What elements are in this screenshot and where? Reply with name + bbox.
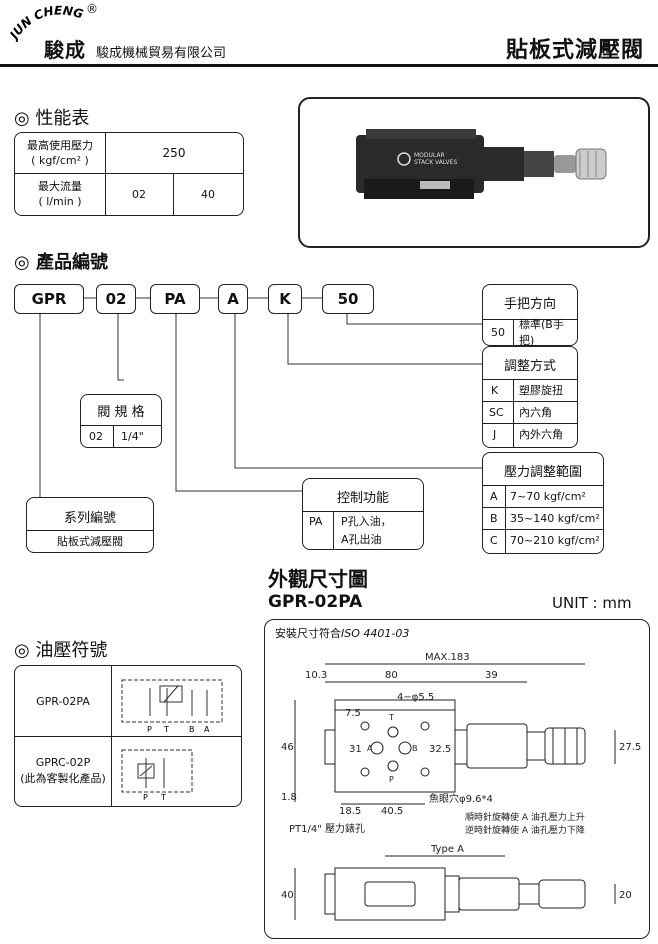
svg-text:P: P xyxy=(147,725,152,734)
dimension-title: 外觀尺寸圖 xyxy=(268,567,368,591)
hydraulic-symbols: P T B A P T xyxy=(121,679,223,802)
max-flow-label: 最大流量( l/min ) xyxy=(38,180,82,208)
product-code-connectors xyxy=(39,297,482,497)
fisheye-note: 魚眼穴φ9.6*4 xyxy=(429,792,493,805)
svg-text:P: P xyxy=(143,793,148,802)
gauge-port-note: PT1/4" 壓力錶孔 xyxy=(289,822,365,835)
dim-40-5: 40.5 xyxy=(381,806,403,817)
performance-table: 最高使用壓力( kgf/cm² ) 250 最大流量( l/min ) 02 4… xyxy=(14,132,244,216)
valve-size-box: 閥 規 格 02 1/4" xyxy=(80,394,162,448)
product-photo: MODULAR STACK VALVES xyxy=(356,129,607,199)
max-flow-value: 40 xyxy=(201,187,215,201)
registered-mark: ® xyxy=(86,2,98,16)
type-a-label: Type A xyxy=(430,844,464,855)
code-segment-series: GPR xyxy=(14,284,84,314)
hydraulic-symbol-table: GPR-02PA GPRC-02P(此為客製化產品) P T B A P T xyxy=(14,665,242,807)
svg-text:P: P xyxy=(389,775,394,784)
dim-80: 80 xyxy=(385,670,398,681)
dim-7-5: 7.5 xyxy=(345,708,361,719)
dim-1-8: 1.8 xyxy=(281,792,297,803)
control-function-box: 控制功能 PA P孔入油， A孔出油 xyxy=(302,478,424,550)
ccw-note: 逆時針旋轉使 A 油孔壓力下降 xyxy=(465,824,585,836)
svg-text:A: A xyxy=(367,744,373,753)
dim-40: 40 xyxy=(281,890,294,901)
svg-text:T: T xyxy=(160,793,166,802)
dim-20: 20 xyxy=(619,890,632,901)
photo-label-line2: STACK VALVES xyxy=(414,159,457,166)
max-flow-size: 02 xyxy=(132,187,146,201)
max-pressure-label: 最高使用壓力( kgf/cm² ) xyxy=(27,139,93,167)
hydraulic-symbol-section-title: ◎ 油壓符號 xyxy=(14,640,108,661)
adjust-method-box: 調整方式 K 塑膠旋扭 SC 內六角 J 內外六角 xyxy=(482,346,578,448)
code-segment-pressure: A xyxy=(218,284,248,314)
symbol-name-2: GPRC-02P(此為客製化產品) xyxy=(20,756,106,785)
dim-32-5: 32.5 xyxy=(429,744,451,755)
dim-max: MAX.183 xyxy=(425,652,470,663)
symbol-name-1: GPR-02PA xyxy=(36,694,90,708)
logo-chinese-text: 駿成 xyxy=(44,38,86,62)
header-rule xyxy=(0,64,658,67)
dimension-drawing-frame: 安裝尺寸符合ISO 4401-03 xyxy=(264,619,650,939)
handle-direction-box: 手把方向 50 標準(B手把) xyxy=(482,284,578,347)
svg-text:T: T xyxy=(388,713,394,722)
max-pressure-value: 250 xyxy=(162,145,186,160)
cw-note: 順時針旋轉使 A 油孔壓力上升 xyxy=(465,811,585,823)
photo-label-line1: MODULAR xyxy=(414,152,445,159)
company-logo: JUN CHENG xyxy=(6,3,85,42)
svg-text:B: B xyxy=(412,744,418,753)
pressure-range-box: 壓力調整範圍 A 7~70 kgf/cm² B 35~140 kgf/cm² C… xyxy=(482,452,604,554)
code-segment-function: PA xyxy=(150,284,200,314)
svg-text:B: B xyxy=(189,725,195,734)
document-title: 貼板式減壓閥 xyxy=(505,38,644,63)
dimension-model: GPR-02PA xyxy=(268,592,363,612)
dim-18-5: 18.5 xyxy=(339,806,361,817)
code-segment-handle: 50 xyxy=(322,284,374,314)
unit-label: UNIT : mm xyxy=(552,594,632,612)
performance-section-title: ◎ 性能表 xyxy=(14,108,90,129)
code-segment-size: 02 xyxy=(96,284,136,314)
standard-note: 安裝尺寸符合ISO 4401-03 xyxy=(275,627,410,640)
series-box: 系列編號 貼板式減壓閥 xyxy=(26,497,154,553)
dim-10-3: 10.3 xyxy=(305,670,327,681)
dim-46: 46 xyxy=(281,742,294,753)
company-name: 駿成機械貿易有限公司 xyxy=(96,46,227,61)
svg-text:A: A xyxy=(204,725,210,734)
product-code-section-title: ◎ 產品編號 xyxy=(14,252,108,273)
dim-27-5: 27.5 xyxy=(619,742,641,753)
product-photo-frame: MODULAR STACK VALVES xyxy=(298,97,650,248)
dimension-drawing: MAX.183 10.3 80 39 7.5 4−φ5.5 27.5 46 31… xyxy=(281,652,641,921)
code-segment-adjust: K xyxy=(268,284,302,314)
dim-39: 39 xyxy=(485,670,498,681)
svg-text:T: T xyxy=(163,725,169,734)
dim-31: 31 xyxy=(349,744,362,755)
dim-holes: 4−φ5.5 xyxy=(397,692,434,703)
